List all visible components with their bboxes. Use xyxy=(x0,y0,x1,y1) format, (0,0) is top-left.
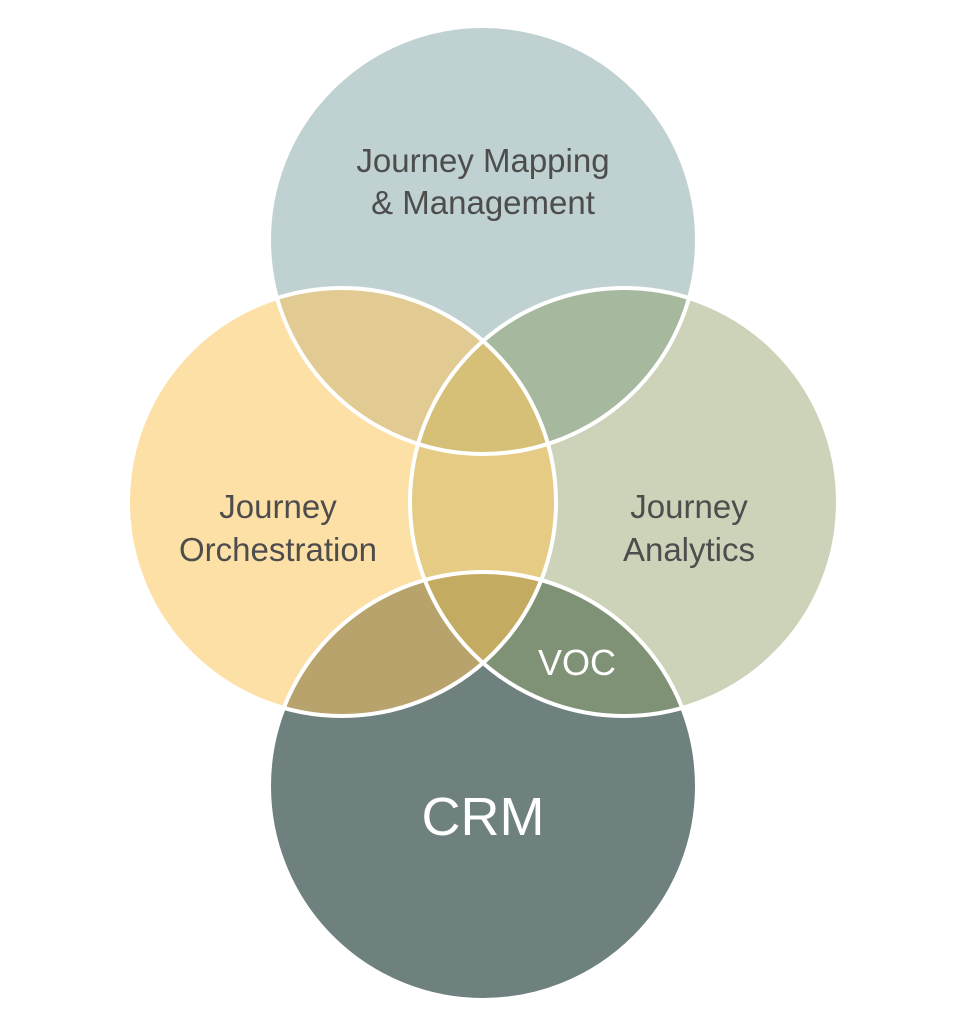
outline-left xyxy=(126,286,558,718)
label-journey-analytics-line2: Analytics xyxy=(623,531,755,568)
outline-bottom xyxy=(267,570,699,1002)
overlap-left-bottom xyxy=(269,572,556,716)
outline-right xyxy=(408,286,840,718)
overlap-right-bottom-voc xyxy=(410,572,697,716)
label-journey-orchestration-line1: Journey xyxy=(219,488,337,525)
label-voc: VOC xyxy=(538,642,616,683)
label-journey-mapping-line1: Journey Mapping xyxy=(356,142,609,179)
label-journey-orchestration-line2: Orchestration xyxy=(179,531,377,568)
label-journey-mapping-line2: & Management xyxy=(371,184,595,221)
label-crm: CRM xyxy=(422,787,545,847)
label-journey-analytics-line1: Journey xyxy=(630,488,748,525)
outline-top xyxy=(267,24,699,456)
overlap-top-left-right xyxy=(410,288,556,454)
